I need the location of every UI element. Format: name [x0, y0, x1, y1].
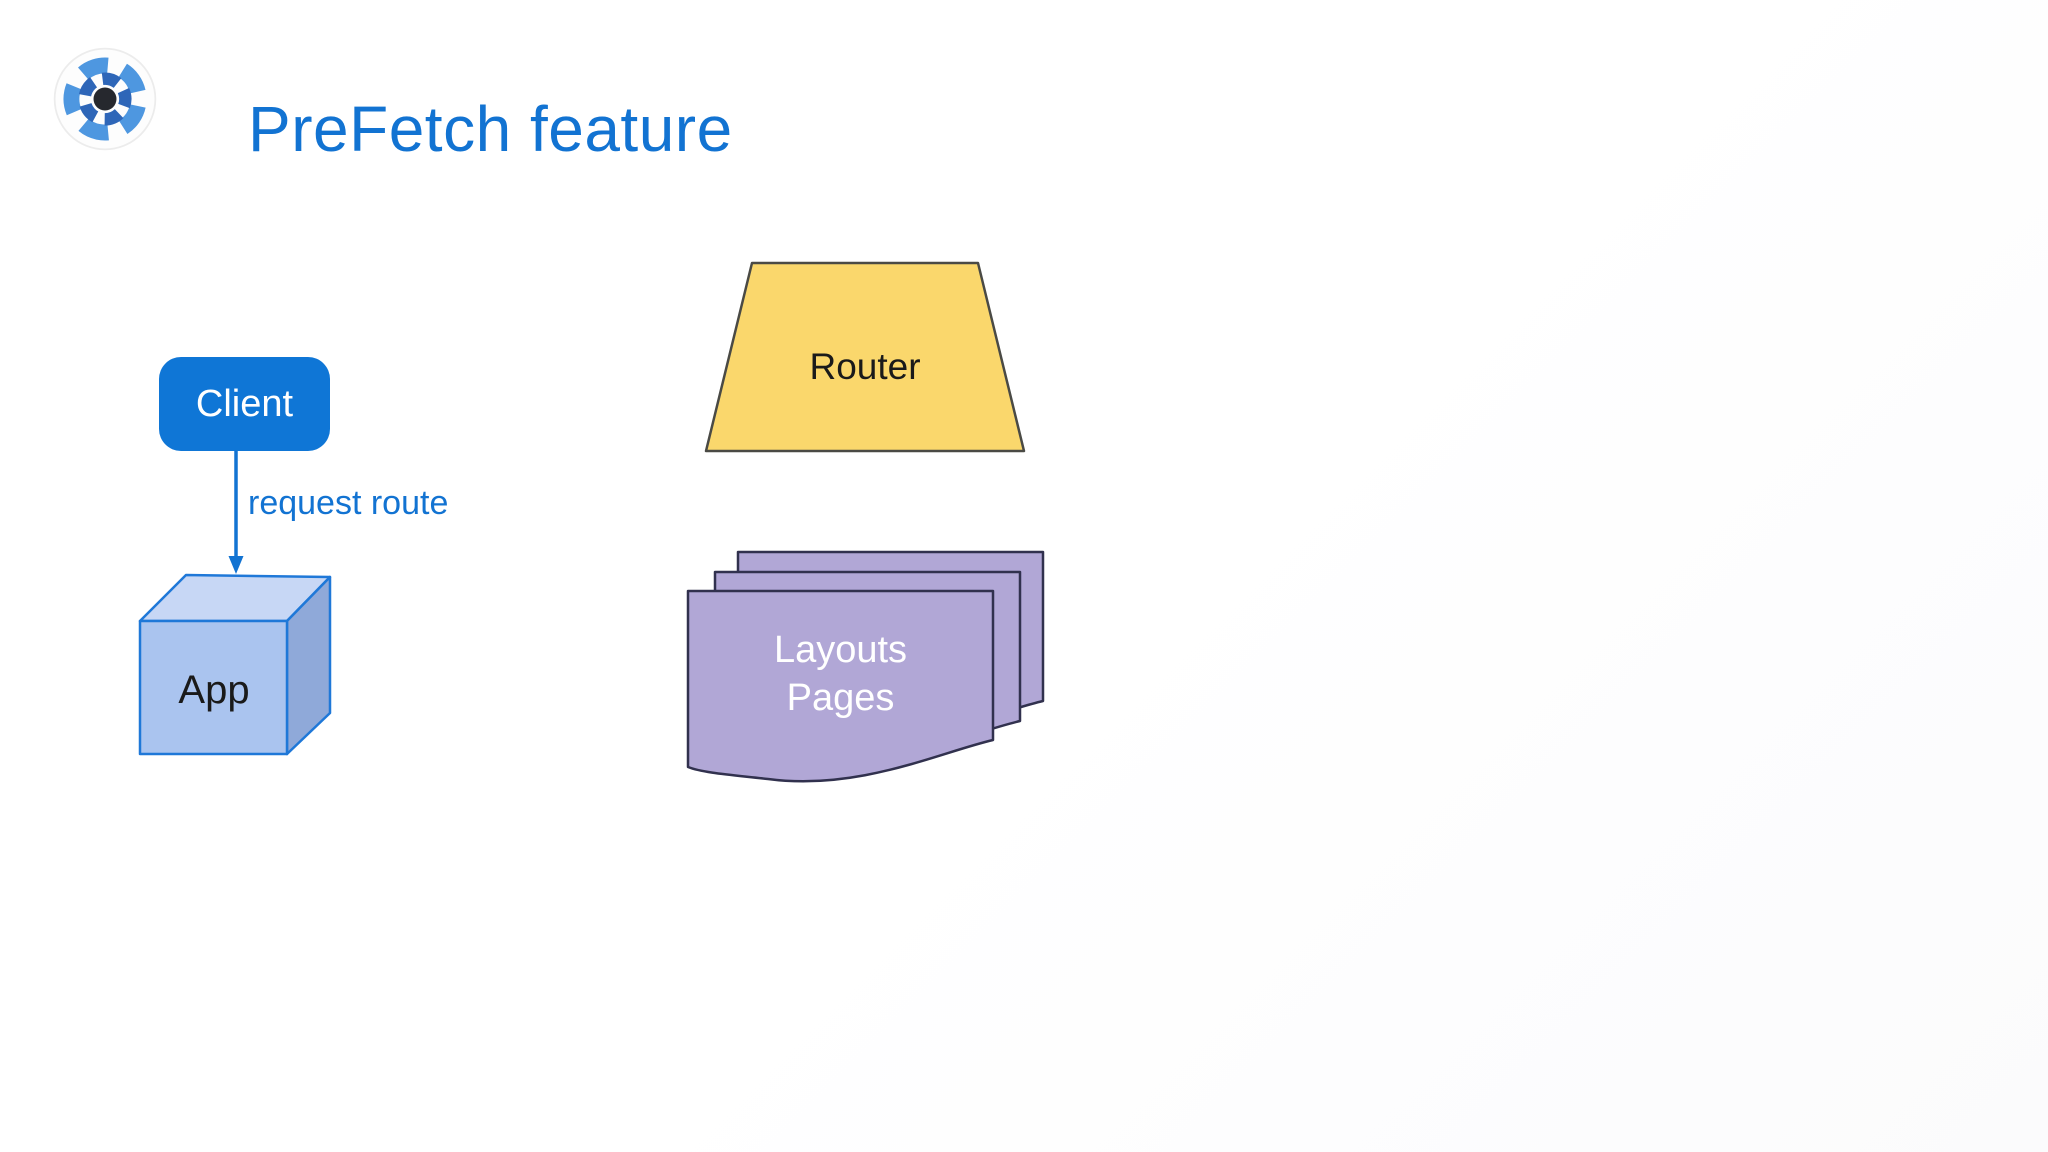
router-trapezoid	[704, 261, 1026, 453]
layouts-pages-label: Layouts Pages	[688, 626, 993, 722]
request-route-arrow	[228, 451, 244, 574]
client-label: Client	[195, 382, 294, 425]
app-label: App	[178, 668, 250, 712]
app-cube	[138, 573, 332, 756]
router-label: Router	[809, 346, 921, 387]
layouts-pages-documents	[686, 550, 1045, 783]
pages-line: Pages	[786, 677, 895, 719]
layouts-line: Layouts	[773, 629, 908, 671]
client-node: Client	[159, 357, 330, 451]
slide-title: PreFetch feature	[248, 93, 733, 165]
request-route-label: request route	[248, 484, 449, 522]
vortex-logo-icon	[53, 47, 157, 151]
